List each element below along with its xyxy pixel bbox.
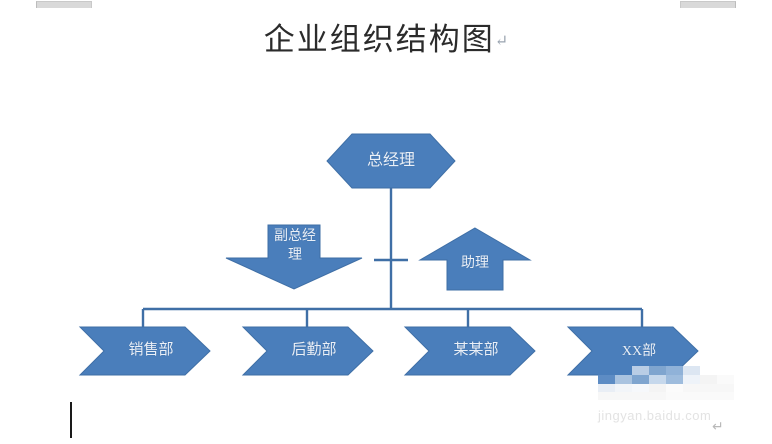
- pixelated-region: [598, 366, 734, 400]
- node-shape-general-manager[interactable]: [326, 133, 456, 189]
- node-shape-dept-sales[interactable]: [78, 326, 211, 376]
- connector-group: [141, 188, 644, 330]
- node-shape-dept-mou[interactable]: [403, 326, 536, 376]
- title-pilcrow-icon: ↵: [494, 33, 509, 50]
- page-title: 企业组织结构图↵: [0, 20, 772, 62]
- watermark: jingyan.baidu.com: [598, 408, 712, 423]
- node-shape-assistant[interactable]: [418, 227, 532, 291]
- text-caret: [70, 402, 72, 438]
- margin-marker-top-right: [680, 1, 736, 8]
- end-pilcrow-icon: ↵: [712, 418, 724, 434]
- node-shape-dept-logistics[interactable]: [241, 326, 374, 376]
- margin-marker-top-left: [36, 1, 92, 8]
- node-shape-deputy-general-manager[interactable]: [225, 224, 363, 290]
- page-title-text: 企业组织结构图: [263, 22, 495, 57]
